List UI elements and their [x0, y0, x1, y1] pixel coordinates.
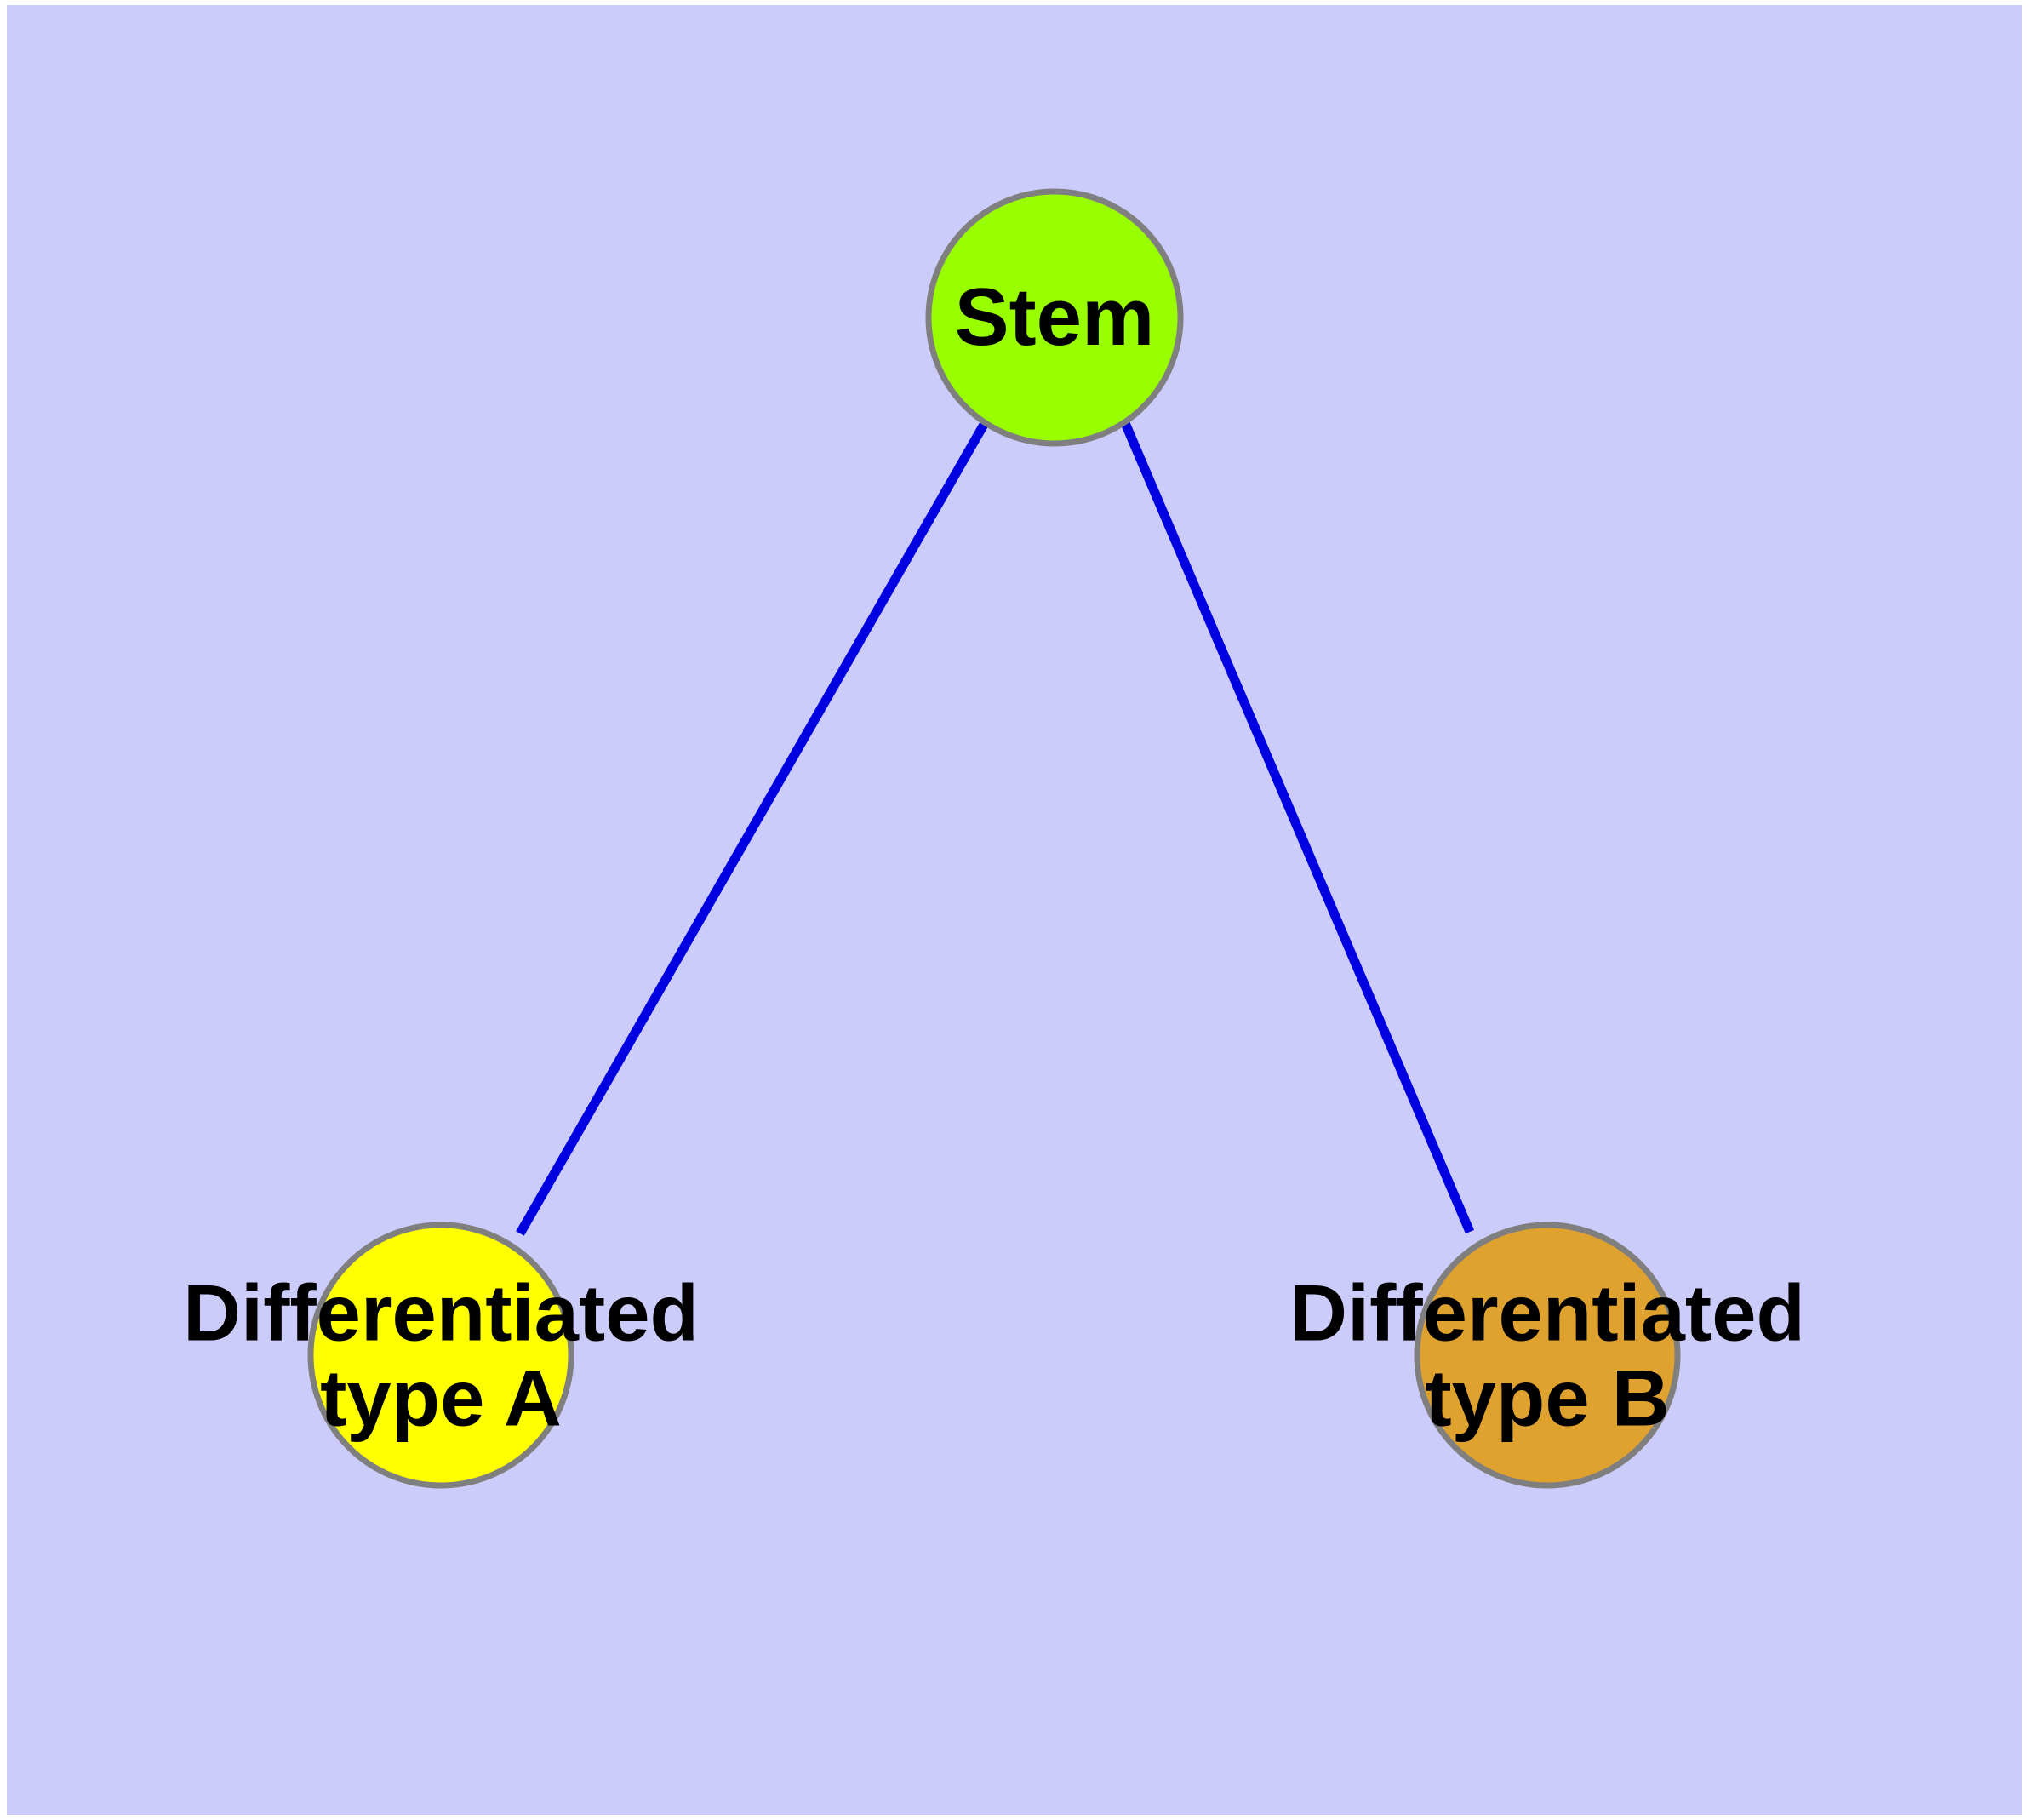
edge-stem-to-diff-a[interactable]: [516, 421, 989, 1236]
edge-stem-to-diff-b[interactable]: [1120, 421, 1475, 1234]
node-layer: [307, 188, 1681, 1489]
node-stem-circle[interactable]: [925, 188, 1184, 447]
node-diff-b-circle[interactable]: [1414, 1222, 1681, 1489]
edge-layer: [516, 421, 1475, 1236]
node-diff-a-circle[interactable]: [307, 1222, 574, 1489]
